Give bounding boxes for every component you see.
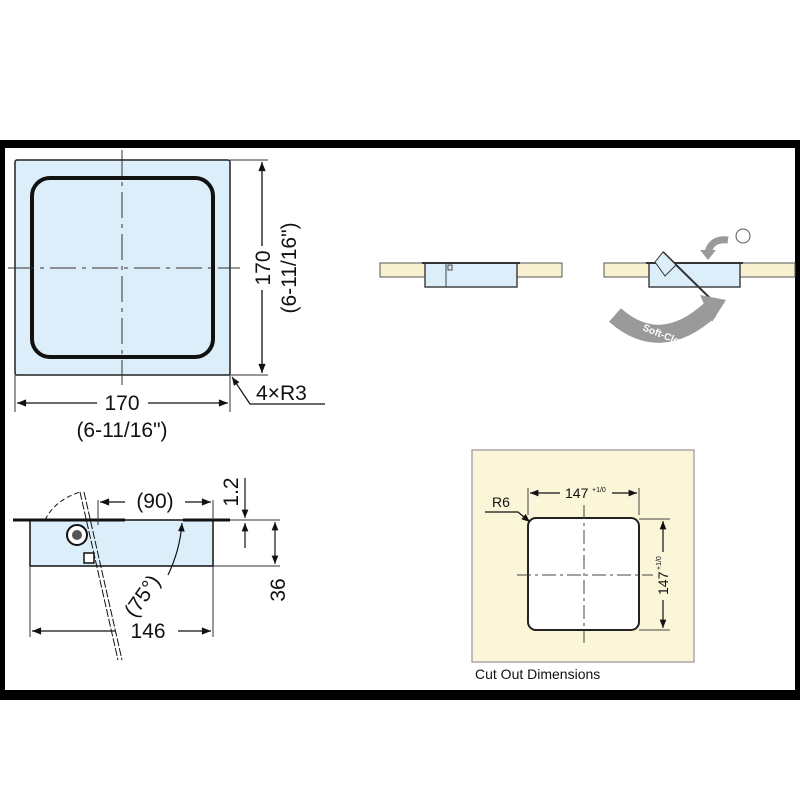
plan-width-mm: 170 (104, 392, 139, 415)
soft-close-arrow-icon (609, 303, 717, 343)
side-view: (90) 1.2 36 (75°) 146 (13, 477, 290, 661)
depth-dimension: 36 (267, 578, 290, 601)
cutout-width-tolerance: +1/0 (592, 487, 606, 494)
drawing-frame (0, 140, 800, 700)
closed-state-illustration (379, 262, 563, 288)
plan-height-mm: 170 (252, 250, 275, 285)
corner-radius-label: 4×R3 (256, 382, 307, 405)
cutout-height: 147 (655, 571, 671, 595)
cutout-radius: R6 (492, 494, 510, 510)
cutout-width: 147 (565, 485, 589, 501)
flange-thickness: 1.2 (220, 477, 243, 506)
plan-width-in: (6-11/16") (76, 419, 167, 442)
cutout-caption: Cut Out Dimensions (475, 666, 600, 682)
opening-angle: (75°) (120, 571, 165, 622)
cutout-dimensions-panel: 147 +1/0 147 +1/0 R6 Cut Out Dimensions (471, 449, 695, 682)
opening-dimension: (90) (136, 490, 173, 513)
soft-close-illustration: Soft-Close (603, 228, 796, 352)
plan-view: 170 (6-11/16") 170 (6-11/16") 4×R3 (8, 150, 325, 442)
crumpled-paper-icon (735, 228, 751, 244)
cutout-height-tolerance: +1/0 (656, 556, 663, 570)
rotate-arrow-icon (704, 236, 729, 254)
length-dimension: 146 (130, 620, 165, 643)
plan-height-in: (6-11/16") (278, 222, 301, 313)
